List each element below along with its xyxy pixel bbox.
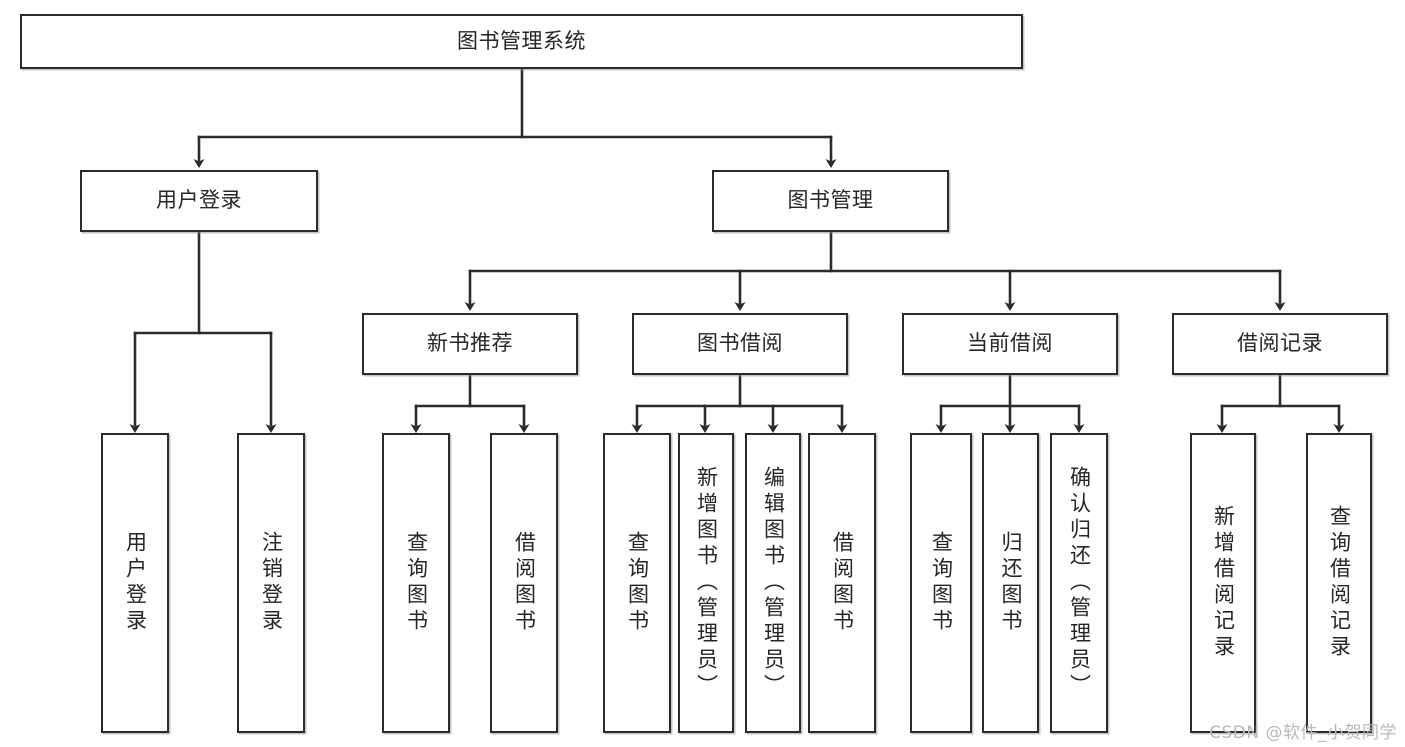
csdn-watermark: CSDN @软件_小贺同学 [1209,723,1397,743]
node-leaf-confirm-return[interactable]: 确认归还（管理员） [1050,433,1108,733]
node-leaf-return-book-label: 归还图书 [999,531,1023,635]
node-borrow-record[interactable]: 借阅记录 [1172,313,1388,375]
node-new-book-recommend[interactable]: 新书推荐 [362,313,578,375]
node-user-login[interactable]: 用户登录 [80,170,318,232]
node-book-manage[interactable]: 图书管理 [712,170,949,232]
node-new-book-recommend-label: 新书推荐 [427,331,513,356]
node-leaf-query-book-1-label: 查询图书 [404,531,429,635]
node-leaf-borrow-book-1[interactable]: 借阅图书 [490,433,558,733]
node-leaf-add-record-label: 新增借阅记录 [1211,505,1236,661]
node-leaf-return-book[interactable]: 归还图书 [982,433,1039,733]
node-leaf-query-book-1[interactable]: 查询图书 [382,433,450,733]
node-leaf-edit-book-label: 编辑图书（管理员） [761,466,786,700]
node-leaf-query-book-2-label: 查询图书 [625,531,650,635]
node-leaf-user-login[interactable]: 用户登录 [101,433,169,733]
node-leaf-query-book-3[interactable]: 查询图书 [910,433,972,733]
node-current-borrow-label: 当前借阅 [967,331,1053,356]
node-leaf-confirm-return-label: 确认归还（管理员） [1067,466,1092,700]
node-leaf-query-record[interactable]: 查询借阅记录 [1306,433,1372,733]
node-book-borrow[interactable]: 图书借阅 [632,313,848,375]
node-leaf-query-book-2[interactable]: 查询图书 [603,433,671,733]
node-leaf-borrow-book-2-label: 借阅图书 [830,531,855,635]
node-leaf-edit-book[interactable]: 编辑图书（管理员） [745,433,801,733]
node-book-manage-label: 图书管理 [787,188,874,213]
node-leaf-add-record[interactable]: 新增借阅记录 [1190,433,1256,733]
node-user-login-label: 用户登录 [156,188,242,213]
node-leaf-logout-login-label: 注销登录 [259,531,284,635]
node-leaf-borrow-book-1-label: 借阅图书 [512,531,537,635]
node-leaf-user-login-label: 用户登录 [123,531,148,635]
node-current-borrow[interactable]: 当前借阅 [902,313,1118,375]
node-root-label: 图书管理系统 [457,28,586,53]
node-leaf-query-record-label: 查询借阅记录 [1327,505,1352,661]
node-leaf-query-book-3-label: 查询图书 [929,531,954,635]
node-root[interactable]: 图书管理系统 [20,14,1023,69]
node-leaf-logout-login[interactable]: 注销登录 [237,433,305,733]
node-leaf-borrow-book-2[interactable]: 借阅图书 [808,433,876,733]
node-borrow-record-label: 借阅记录 [1237,331,1323,356]
node-book-borrow-label: 图书借阅 [697,331,783,356]
node-leaf-add-book-label: 新增图书（管理员） [694,466,719,700]
node-leaf-add-book[interactable]: 新增图书（管理员） [678,433,734,733]
